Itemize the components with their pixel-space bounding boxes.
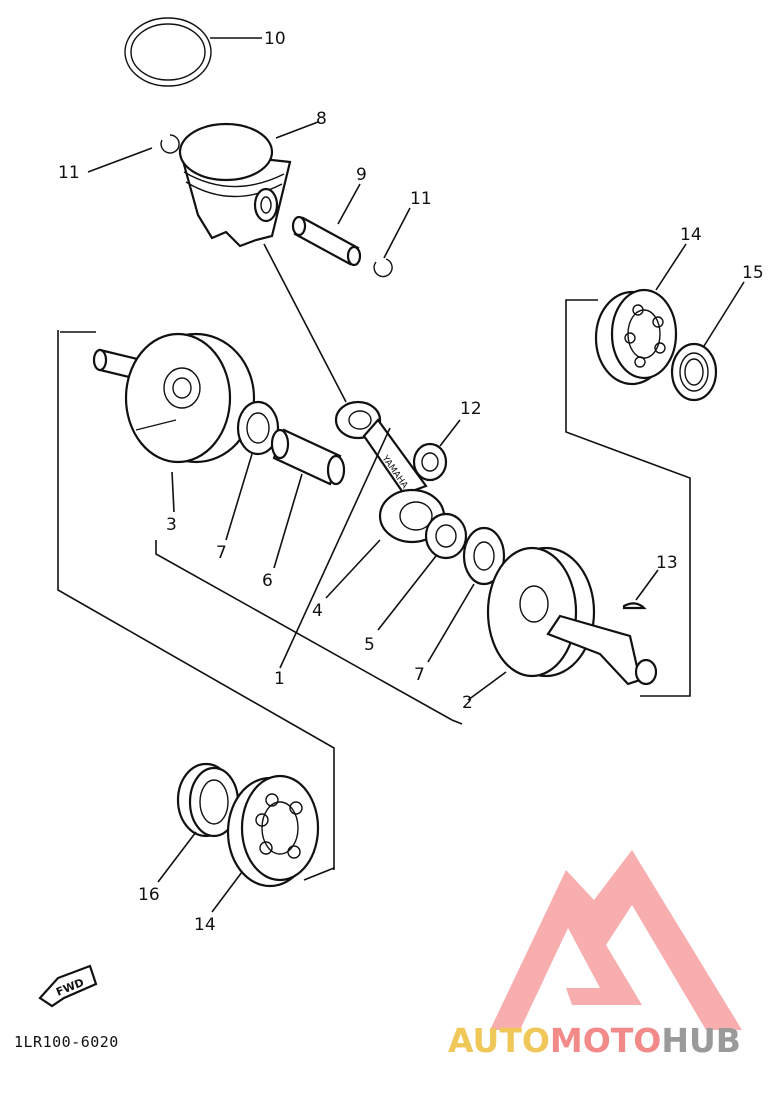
label-part-8: 8 [316,109,327,129]
label-part-6: 6 [262,571,273,591]
bearing-left-part [226,774,320,888]
drawing-code: 1LR100-6020 [14,1033,119,1051]
label-part-7-right: 7 [414,665,425,685]
piston-part [178,122,292,248]
watermark-text: AUTOMOTOHUB [448,1021,741,1060]
automotohub-logo [490,850,742,1030]
crank-half-right-part [486,546,658,686]
connecting-rod-part: YAMAHA [334,400,446,544]
woodruff-key-part [622,602,647,610]
label-part-2: 2 [462,693,473,713]
forward-arrow-icon: FWD [38,964,98,1008]
label-part-15: 15 [742,263,764,283]
thrust-washer-left-part [236,400,280,456]
thrust-washer-right-part [462,526,506,586]
label-part-1: 1 [274,669,285,689]
watermark-hub: HUB [661,1021,741,1060]
label-part-13: 13 [656,553,678,573]
label-part-14-right: 14 [680,225,702,245]
label-part-16: 16 [138,885,160,905]
label-part-9: 9 [356,165,367,185]
label-part-14-left: 14 [194,915,216,935]
crank-pin-part [270,428,346,486]
bearing-right-part [594,288,678,386]
label-part-12: 12 [460,399,482,419]
piston-ring-part [124,17,212,87]
circlip-right-part [373,258,393,278]
crank-half-left-part [92,332,256,464]
label-part-10: 10 [264,29,286,49]
oil-seal-right-part [670,342,718,402]
oil-seal-left-part [176,762,240,838]
label-part-11-right: 11 [410,189,432,209]
watermark-auto: AUTO [448,1021,550,1060]
watermark-moto: MOTO [550,1021,661,1060]
label-part-7-left: 7 [216,543,227,563]
piston-pin-part [291,215,362,267]
needle-bearing-small-part [412,442,448,482]
label-part-3: 3 [166,515,177,535]
label-part-5: 5 [364,635,375,655]
label-part-4: 4 [312,601,323,621]
label-part-11-left: 11 [58,163,80,183]
needle-bearing-big-part [424,512,468,560]
circlip-left-part [160,134,180,154]
